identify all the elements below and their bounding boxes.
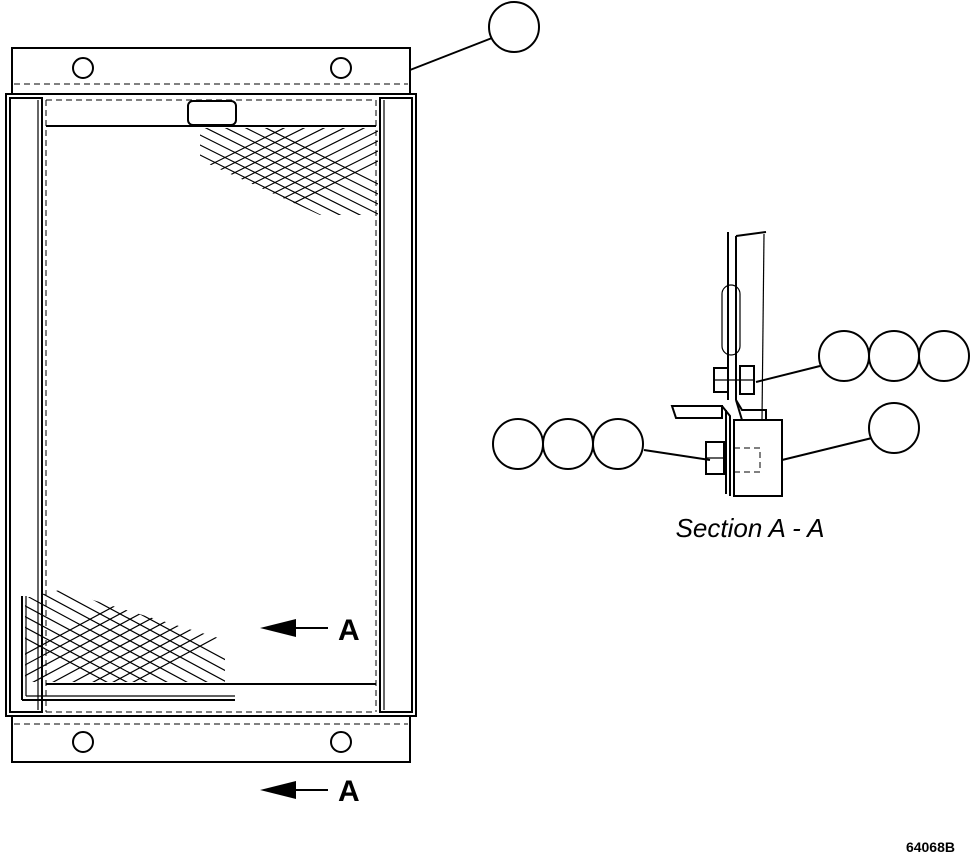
- core-mesh-upper: [200, 128, 378, 215]
- right-side-rail: [379, 97, 413, 713]
- bottom-bracket: [11, 715, 411, 763]
- callout-bubble-left-1: [492, 418, 544, 470]
- top-left-mount-hole: [72, 57, 94, 79]
- bottom-left-mount-hole: [72, 731, 94, 753]
- callout-bubble-single: [868, 402, 920, 454]
- section-arrow-upper-label: A: [338, 614, 360, 647]
- callout-bubble-right-3: [918, 330, 970, 382]
- core-mesh-lower: [25, 590, 225, 682]
- filler-tab: [187, 100, 237, 126]
- section-title: Section A - A: [676, 513, 825, 543]
- section-a-a-detail: [670, 231, 783, 497]
- figure-number: 64068B: [906, 839, 955, 853]
- callout-bubble-left-3: [592, 418, 644, 470]
- section-arrow-lower: A: [260, 775, 360, 808]
- bottom-right-mount-hole: [330, 731, 352, 753]
- top-right-mount-hole: [330, 57, 352, 79]
- section-arrow-lower-label: A: [338, 775, 360, 808]
- callout-bubble-top: [488, 1, 540, 53]
- callout-bubble-right-1: [818, 330, 870, 382]
- callout-bubble-left-2: [542, 418, 594, 470]
- section-arrow-upper: A: [260, 614, 360, 647]
- left-side-rail: [9, 97, 43, 713]
- radiator-front-view: [5, 47, 417, 763]
- callout-bubble-right-2: [868, 330, 920, 382]
- mounting-block: [733, 419, 783, 497]
